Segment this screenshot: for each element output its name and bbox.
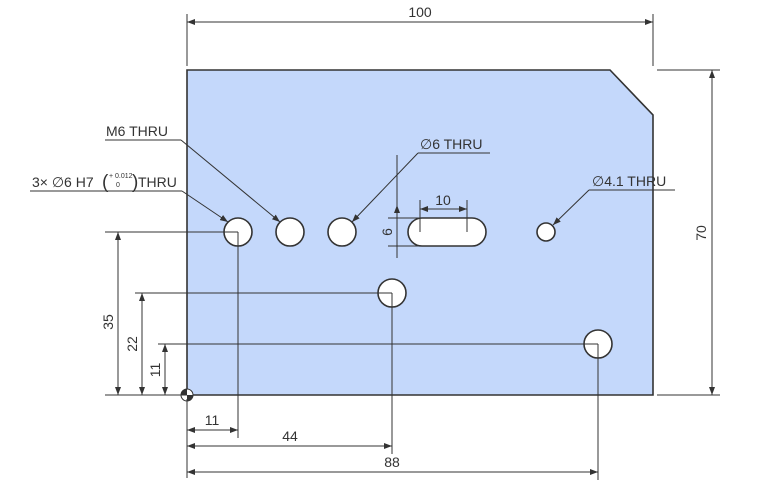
tolerance-lower: 0 bbox=[116, 182, 120, 189]
hole-6 bbox=[327, 217, 357, 247]
callout-hole-4-1: ∅4.1 THRU bbox=[592, 173, 666, 189]
tolerance-upper: + 0.012 bbox=[109, 173, 133, 180]
dim-slot-length: 10 bbox=[435, 192, 451, 208]
dim-11-vertical: 11 bbox=[147, 363, 163, 378]
dim-slot-width: 6 bbox=[379, 228, 395, 236]
dim-88: 88 bbox=[384, 454, 400, 470]
svg-text:(: ( bbox=[102, 172, 109, 193]
tapped-hole bbox=[275, 217, 305, 247]
dim-35: 35 bbox=[100, 314, 116, 330]
dim-22: 22 bbox=[124, 336, 140, 352]
callout-reamed: 3× ∅6 H7 ( + 0.012 0 ) THRU bbox=[32, 172, 177, 193]
dim-44: 44 bbox=[282, 428, 298, 444]
callout-reamed-label: 3× ∅6 H7 bbox=[32, 174, 94, 190]
dim-11-horizontal: 11 bbox=[205, 412, 220, 428]
svg-text:): ) bbox=[132, 172, 138, 193]
callout-hole-6: ∅6 THRU bbox=[420, 136, 483, 152]
callout-reamed-suffix: THRU bbox=[138, 174, 177, 190]
callout-tapped: M6 THRU bbox=[106, 123, 168, 139]
dim-height: 70 bbox=[693, 225, 709, 241]
hole-4-1 bbox=[536, 222, 556, 242]
dim-width: 100 bbox=[408, 4, 432, 20]
